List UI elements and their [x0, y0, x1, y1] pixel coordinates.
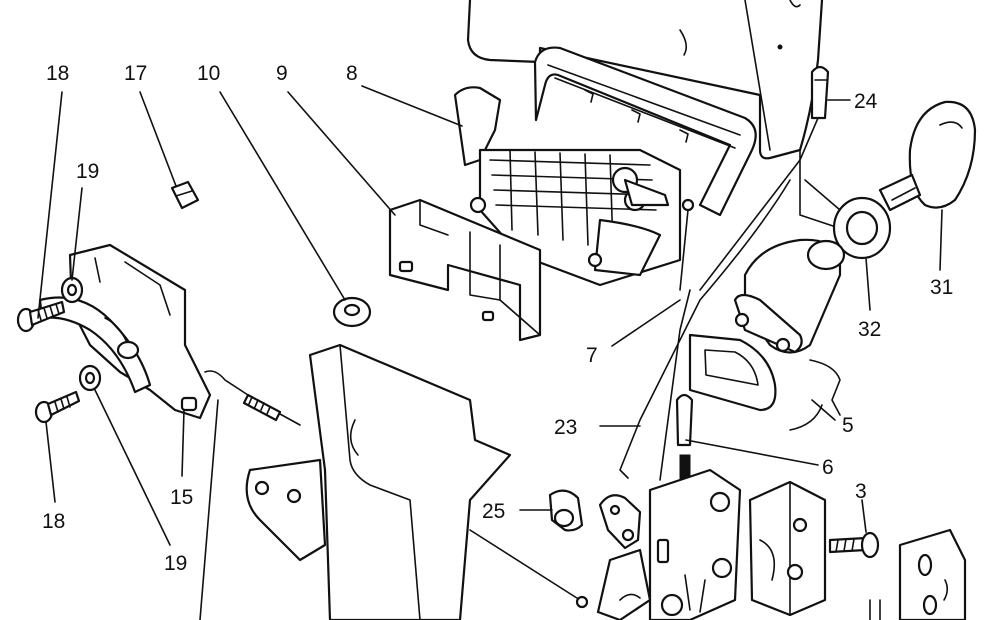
callout-25: 25 [482, 500, 505, 523]
leader-3 [861, 499, 867, 533]
part-17-clip [170, 180, 200, 210]
part-19-washer-bottom [78, 364, 102, 392]
callout-23: 23 [554, 416, 577, 439]
callout-6: 6 [822, 456, 834, 479]
part-19-washer-top [60, 276, 84, 304]
part-3-screw [828, 531, 880, 559]
callout-19-top: 19 [76, 160, 99, 183]
callout-9: 9 [276, 62, 288, 85]
part-24-rod-end [699, 65, 830, 291]
leader-9 [287, 91, 396, 216]
callout-3: 3 [855, 480, 867, 503]
leader-7 [611, 299, 681, 347]
callout-18-bottom: 18 [42, 510, 65, 533]
part-9-bracket [388, 198, 542, 342]
leader-19a [71, 187, 83, 281]
leader-19b [94, 389, 171, 546]
callout-5: 5 [842, 414, 854, 437]
leader-10 [219, 91, 346, 301]
part-7-rod [659, 289, 691, 481]
striker-block [748, 480, 827, 617]
leader-8 [361, 85, 463, 127]
part-18-screw-bottom [34, 390, 81, 424]
leader-18b [45, 421, 56, 503]
leader-15 [181, 409, 185, 477]
callout-8: 8 [346, 62, 358, 85]
part-15-inside-handle [38, 243, 212, 420]
part-23-rod [619, 179, 791, 479]
leader-18a [37, 91, 63, 319]
door-inner-structure [245, 343, 589, 620]
part-32-washer [832, 196, 892, 260]
part-31-knob [878, 100, 977, 212]
part-5-lock-cylinder [688, 238, 846, 431]
callout-31: 31 [930, 276, 953, 299]
latch-assembly [596, 468, 742, 620]
callout-15: 15 [170, 486, 193, 509]
leader-17 [139, 91, 177, 187]
part-18-screw-top [16, 300, 66, 333]
leader-32 [865, 257, 871, 311]
callout-10: 10 [197, 62, 220, 85]
part-10-nut [332, 296, 372, 328]
callouts: 18 17 10 9 8 24 19 31 32 7 5 23 6 15 3 2… [42, 62, 953, 575]
callout-19-bottom: 19 [164, 552, 187, 575]
callout-18-top: 18 [46, 62, 69, 85]
leader-31 [939, 209, 943, 271]
leader-spring [199, 399, 219, 620]
spring-rod [204, 370, 301, 426]
leader-6 [685, 439, 819, 466]
leader-5 [811, 399, 836, 421]
leader-lines [37, 85, 943, 620]
part-25-bushing [548, 489, 584, 532]
callout-24: 24 [854, 90, 878, 113]
callout-17: 17 [124, 62, 147, 85]
door-edge-plate [869, 528, 967, 620]
callout-32: 32 [858, 318, 881, 341]
callout-7: 7 [586, 344, 598, 367]
